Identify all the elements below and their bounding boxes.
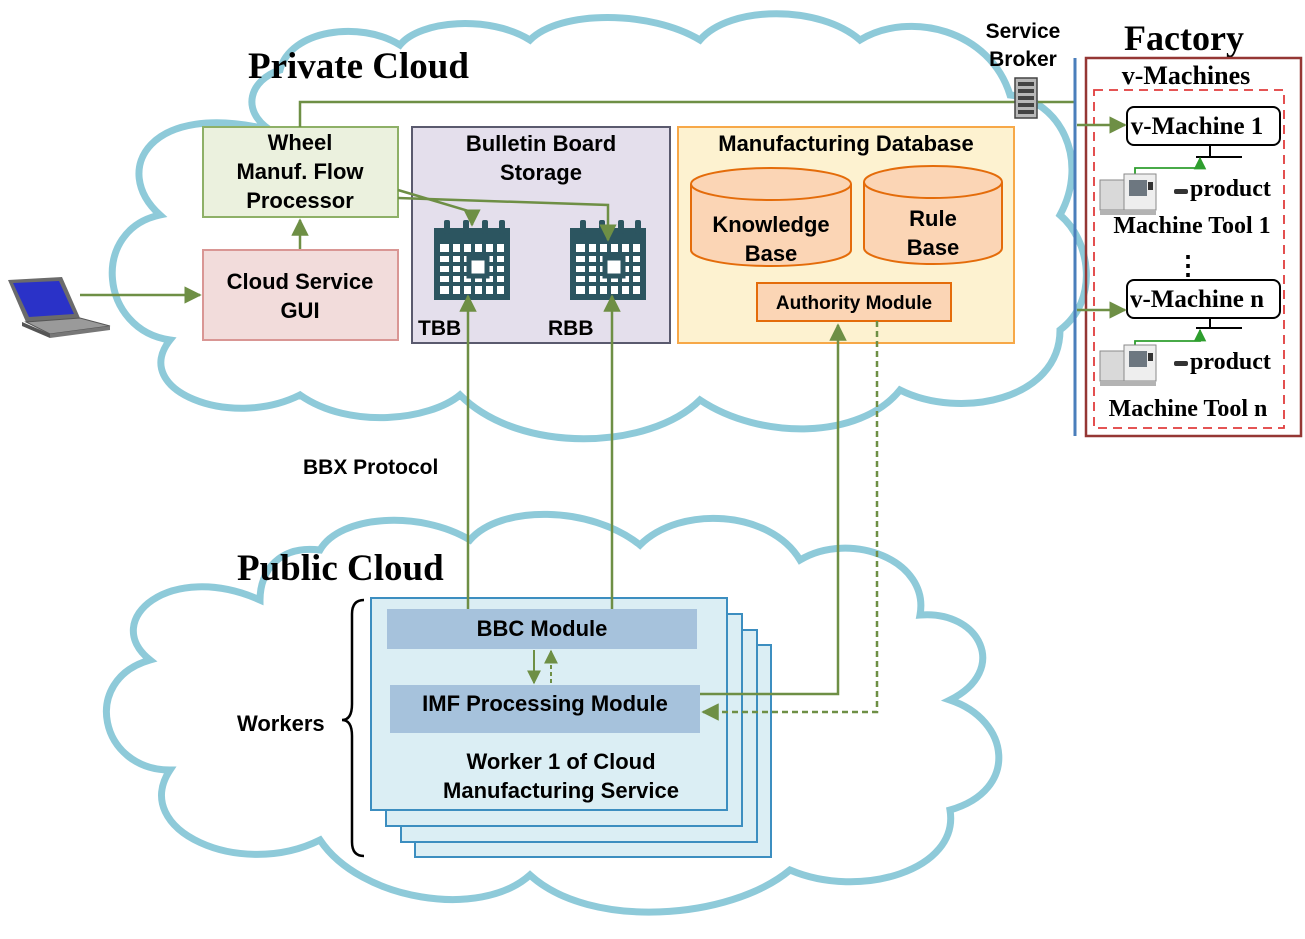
imf-module-label: IMF Processing Module xyxy=(422,691,668,716)
rule-base-line1: Rule xyxy=(909,206,957,231)
tbb-label: TBB xyxy=(418,317,461,340)
imf-to-authority-arrow xyxy=(700,323,847,696)
v-machines-title: v-Machines xyxy=(1122,61,1251,90)
machine-tool-n-icon xyxy=(1099,344,1157,387)
tool1-to-vm1-arrow xyxy=(1134,156,1207,175)
worker-label-line1: Worker 1 of Cloud xyxy=(466,749,655,774)
rule-base-cylinder: Rule Base xyxy=(863,165,1003,265)
public-cloud-shape xyxy=(102,510,1003,916)
public-cloud-title: Public Cloud xyxy=(237,548,444,589)
machine-tool-1-label: Machine Tool 1 xyxy=(1113,213,1270,239)
bulletin-board-storage-box: Bulletin Board Storage TBB RBB xyxy=(411,126,671,344)
service-broker-line1: Service xyxy=(986,20,1061,43)
v-machine-n: v-Machine n xyxy=(1126,279,1281,329)
laptop-icon xyxy=(8,277,111,338)
factory-title: Factory xyxy=(1124,18,1244,58)
authority-module-box: Authority Module xyxy=(756,282,952,322)
bbc-module-box: BBC Module xyxy=(387,609,697,649)
workers-label: Workers xyxy=(237,711,325,736)
mdb-title: Manufacturing Database xyxy=(718,131,974,156)
authority-to-imf-arrow xyxy=(701,321,879,721)
machine-tool-1-icon xyxy=(1099,173,1157,216)
bbs-title-line2: Storage xyxy=(500,160,582,185)
wheel-flow-processor-box: Wheel Manuf. Flow Processor xyxy=(202,126,399,218)
knowledge-base-cylinder: Knowledge Base xyxy=(690,167,852,267)
product-n-label: product xyxy=(1190,349,1271,375)
product-1-label: product xyxy=(1190,176,1271,202)
authority-module-label: Authority Module xyxy=(776,293,932,314)
private-cloud-shape xyxy=(108,10,1090,443)
rule-base-line2: Base xyxy=(907,235,960,260)
wheel-processor-line2: Manuf. Flow xyxy=(236,159,364,184)
private-cloud-title: Private Cloud xyxy=(248,46,469,87)
bbx-protocol-label: BBX Protocol xyxy=(303,456,438,479)
knowledge-base-line2: Base xyxy=(745,241,798,266)
processor-to-tbb-arrow xyxy=(397,188,481,227)
cloud-service-gui-box: Cloud Service GUI xyxy=(202,249,399,341)
knowledge-base-line1: Knowledge xyxy=(712,212,829,237)
processor-to-broker-line xyxy=(298,100,1018,127)
wheel-processor-line1: Wheel xyxy=(268,130,333,155)
worker-label-line2: Manufacturing Service xyxy=(443,778,679,803)
bbs-title-line1: Bulletin Board xyxy=(466,131,616,156)
gui-line1: Cloud Service xyxy=(227,269,374,294)
v-machine-n-label: v-Machine n xyxy=(1130,286,1264,313)
v-machine-1: v-Machine 1 xyxy=(1126,106,1281,158)
processor-to-rbb-arrow xyxy=(397,196,617,242)
tbb-calendar-icon xyxy=(434,220,510,300)
factory-border xyxy=(1084,56,1303,438)
product-1-icon xyxy=(1174,189,1188,194)
server-icon xyxy=(1014,77,1038,119)
service-broker-line2: Broker xyxy=(989,48,1057,71)
wheel-processor-line3: Processor xyxy=(246,188,354,213)
vertical-ellipsis: ⋮ xyxy=(1175,251,1201,280)
product-n-icon xyxy=(1174,361,1188,366)
imf-processing-module-box: IMF Processing Module xyxy=(390,685,700,733)
v-machine-1-label: v-Machine 1 xyxy=(1131,113,1264,140)
v-machines-dashed-group xyxy=(1093,89,1285,429)
manufacturing-database-box: Manufacturing Database Knowledge Base Ru… xyxy=(677,126,1015,344)
machine-tool-n-label: Machine Tool n xyxy=(1109,396,1268,422)
gui-line2: GUI xyxy=(280,298,319,323)
bbc-module-label: BBC Module xyxy=(477,616,608,641)
rbb-label: RBB xyxy=(548,317,594,340)
workers-brace xyxy=(341,598,365,858)
